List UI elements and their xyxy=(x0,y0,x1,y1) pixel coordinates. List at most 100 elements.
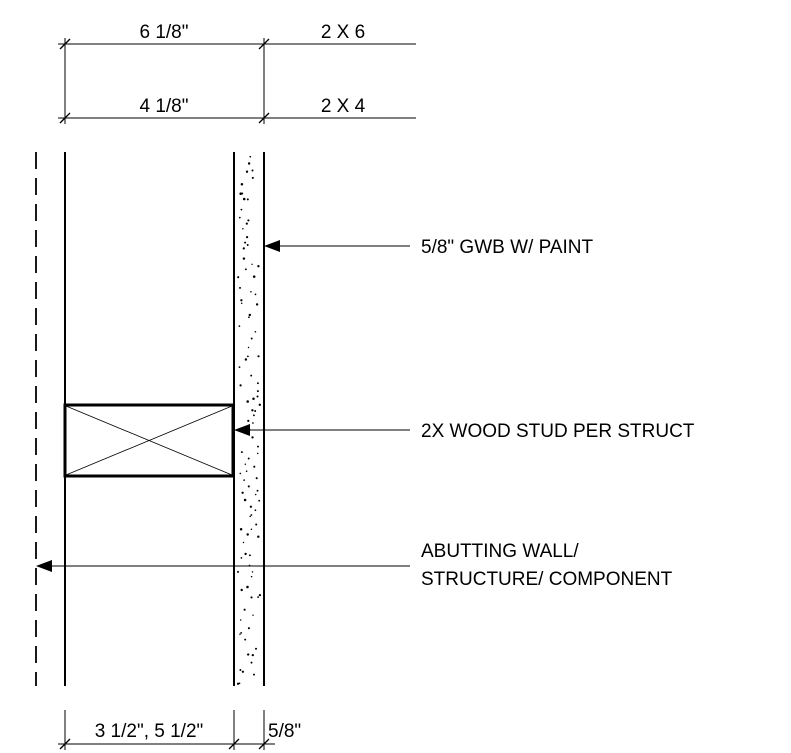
stipple-dot xyxy=(247,219,250,222)
top-dimension-strings: 6 1/8" 2 X 6 4 1/8" 2 X 4 xyxy=(58,22,416,124)
stipple-dot xyxy=(249,515,251,518)
stipple-dot xyxy=(243,608,246,611)
stipple-dot xyxy=(256,452,259,455)
leader-arrow-abutting xyxy=(36,560,52,572)
note-abutting-line-2: STRUCTURE/ COMPONENT xyxy=(421,569,673,590)
stipple-dot xyxy=(238,366,241,368)
stipple-dot xyxy=(254,410,257,412)
stipple-dot xyxy=(254,509,257,512)
stipple-dot xyxy=(248,316,250,319)
stipple-dot xyxy=(251,653,254,657)
dim-text-2x4: 2 X 4 xyxy=(321,96,366,117)
wood-stud-block xyxy=(63,403,235,478)
stipple-dot xyxy=(241,192,244,195)
stipple-dot xyxy=(239,472,242,475)
stipple-dot xyxy=(239,669,242,671)
note-gwb: 5/8" GWB W/ PAINT xyxy=(421,237,594,258)
tick-mark xyxy=(59,738,71,750)
stipple-dot xyxy=(242,541,245,544)
stipple-dot xyxy=(250,337,253,340)
stipple-dot xyxy=(239,619,242,621)
stipple-dot xyxy=(251,169,254,172)
stipple-dot xyxy=(248,554,251,557)
stipple-dot xyxy=(258,499,261,502)
stipple-dot xyxy=(250,661,253,664)
stipple-dot xyxy=(250,514,253,516)
stipple-dot xyxy=(256,395,259,398)
dim-text-overall-2x6: 6 1/8" xyxy=(139,22,188,43)
stipple-dot xyxy=(236,682,240,685)
stipple-dot xyxy=(251,571,254,573)
stipple-dot xyxy=(257,355,260,358)
stipple-dot xyxy=(239,384,242,387)
stipple-dot xyxy=(247,653,250,656)
leader-arrow-gwb xyxy=(264,240,280,252)
stipple-dot xyxy=(244,241,247,244)
tick-mark xyxy=(258,112,270,124)
stipple-dot xyxy=(254,647,258,650)
stipple-dot xyxy=(247,457,250,460)
dim-text-2x6: 2 X 6 xyxy=(321,22,365,43)
stipple-dot xyxy=(257,445,259,448)
stipple-dot xyxy=(248,313,252,317)
stipple-dot xyxy=(251,436,254,439)
stipple-dot xyxy=(240,208,243,211)
tick-mark xyxy=(228,738,240,750)
stipple-dot xyxy=(258,593,262,597)
tick-mark xyxy=(258,38,270,50)
gwb-stipple-hatch xyxy=(236,155,262,685)
dim-text-overall-2x4: 4 1/8" xyxy=(139,96,188,117)
stipple-dot xyxy=(257,596,259,598)
stipple-dot xyxy=(250,528,253,531)
stipple-dot xyxy=(244,552,247,556)
stipple-dot xyxy=(253,465,256,468)
stipple-dot xyxy=(247,355,249,358)
stipple-dot xyxy=(250,291,252,293)
stipple-dot xyxy=(256,382,259,385)
stipple-dot xyxy=(252,614,254,616)
stipple-dot xyxy=(239,528,243,531)
stipple-dot xyxy=(240,183,244,186)
stipple-dot xyxy=(255,523,258,526)
stipple-dot xyxy=(238,325,241,327)
stipple-dot xyxy=(252,414,255,417)
dim-text-stud-depth: 3 1/2", 5 1/2" xyxy=(95,721,204,742)
stipple-dot xyxy=(257,265,260,268)
stipple-dot xyxy=(256,489,259,492)
stipple-dot xyxy=(255,477,258,480)
stipple-dot xyxy=(252,422,254,424)
stipple-dot xyxy=(242,227,244,230)
stipple-dot xyxy=(237,570,239,573)
stipple-dot xyxy=(239,286,241,289)
stipple-dot xyxy=(245,470,248,472)
stipple-dot xyxy=(244,268,247,271)
stipple-dot xyxy=(252,275,256,278)
stipple-dot xyxy=(246,236,249,239)
stipple-dot xyxy=(239,633,241,635)
stipple-dot xyxy=(246,585,249,589)
stipple-dot xyxy=(244,463,247,465)
wall-assembly xyxy=(35,152,265,686)
stipple-dot xyxy=(245,170,249,173)
leaders-and-notes: 5/8" GWB W/ PAINT 2X WOOD STUD PER STRUC… xyxy=(36,237,695,590)
stipple-dot xyxy=(247,419,250,422)
stipple-dot xyxy=(254,493,257,496)
stipple-dot xyxy=(254,331,257,333)
stipple-dot xyxy=(240,451,243,454)
stipple-dot xyxy=(258,403,261,406)
stipple-dot xyxy=(240,588,243,592)
note-stud: 2X WOOD STUD PER STRUCT xyxy=(421,421,695,442)
stipple-dot xyxy=(246,400,249,403)
tick-mark xyxy=(258,738,270,750)
stipple-dot xyxy=(246,533,249,536)
stipple-dot xyxy=(247,162,251,165)
stipple-dot xyxy=(243,498,247,502)
stipple-dot xyxy=(249,505,253,508)
stipple-dot xyxy=(243,479,245,481)
stud-cross-line xyxy=(65,405,233,476)
stipple-dot xyxy=(250,575,253,578)
stipple-dot xyxy=(242,257,246,260)
stipple-dot xyxy=(242,247,245,250)
stipple-dot xyxy=(241,670,245,673)
